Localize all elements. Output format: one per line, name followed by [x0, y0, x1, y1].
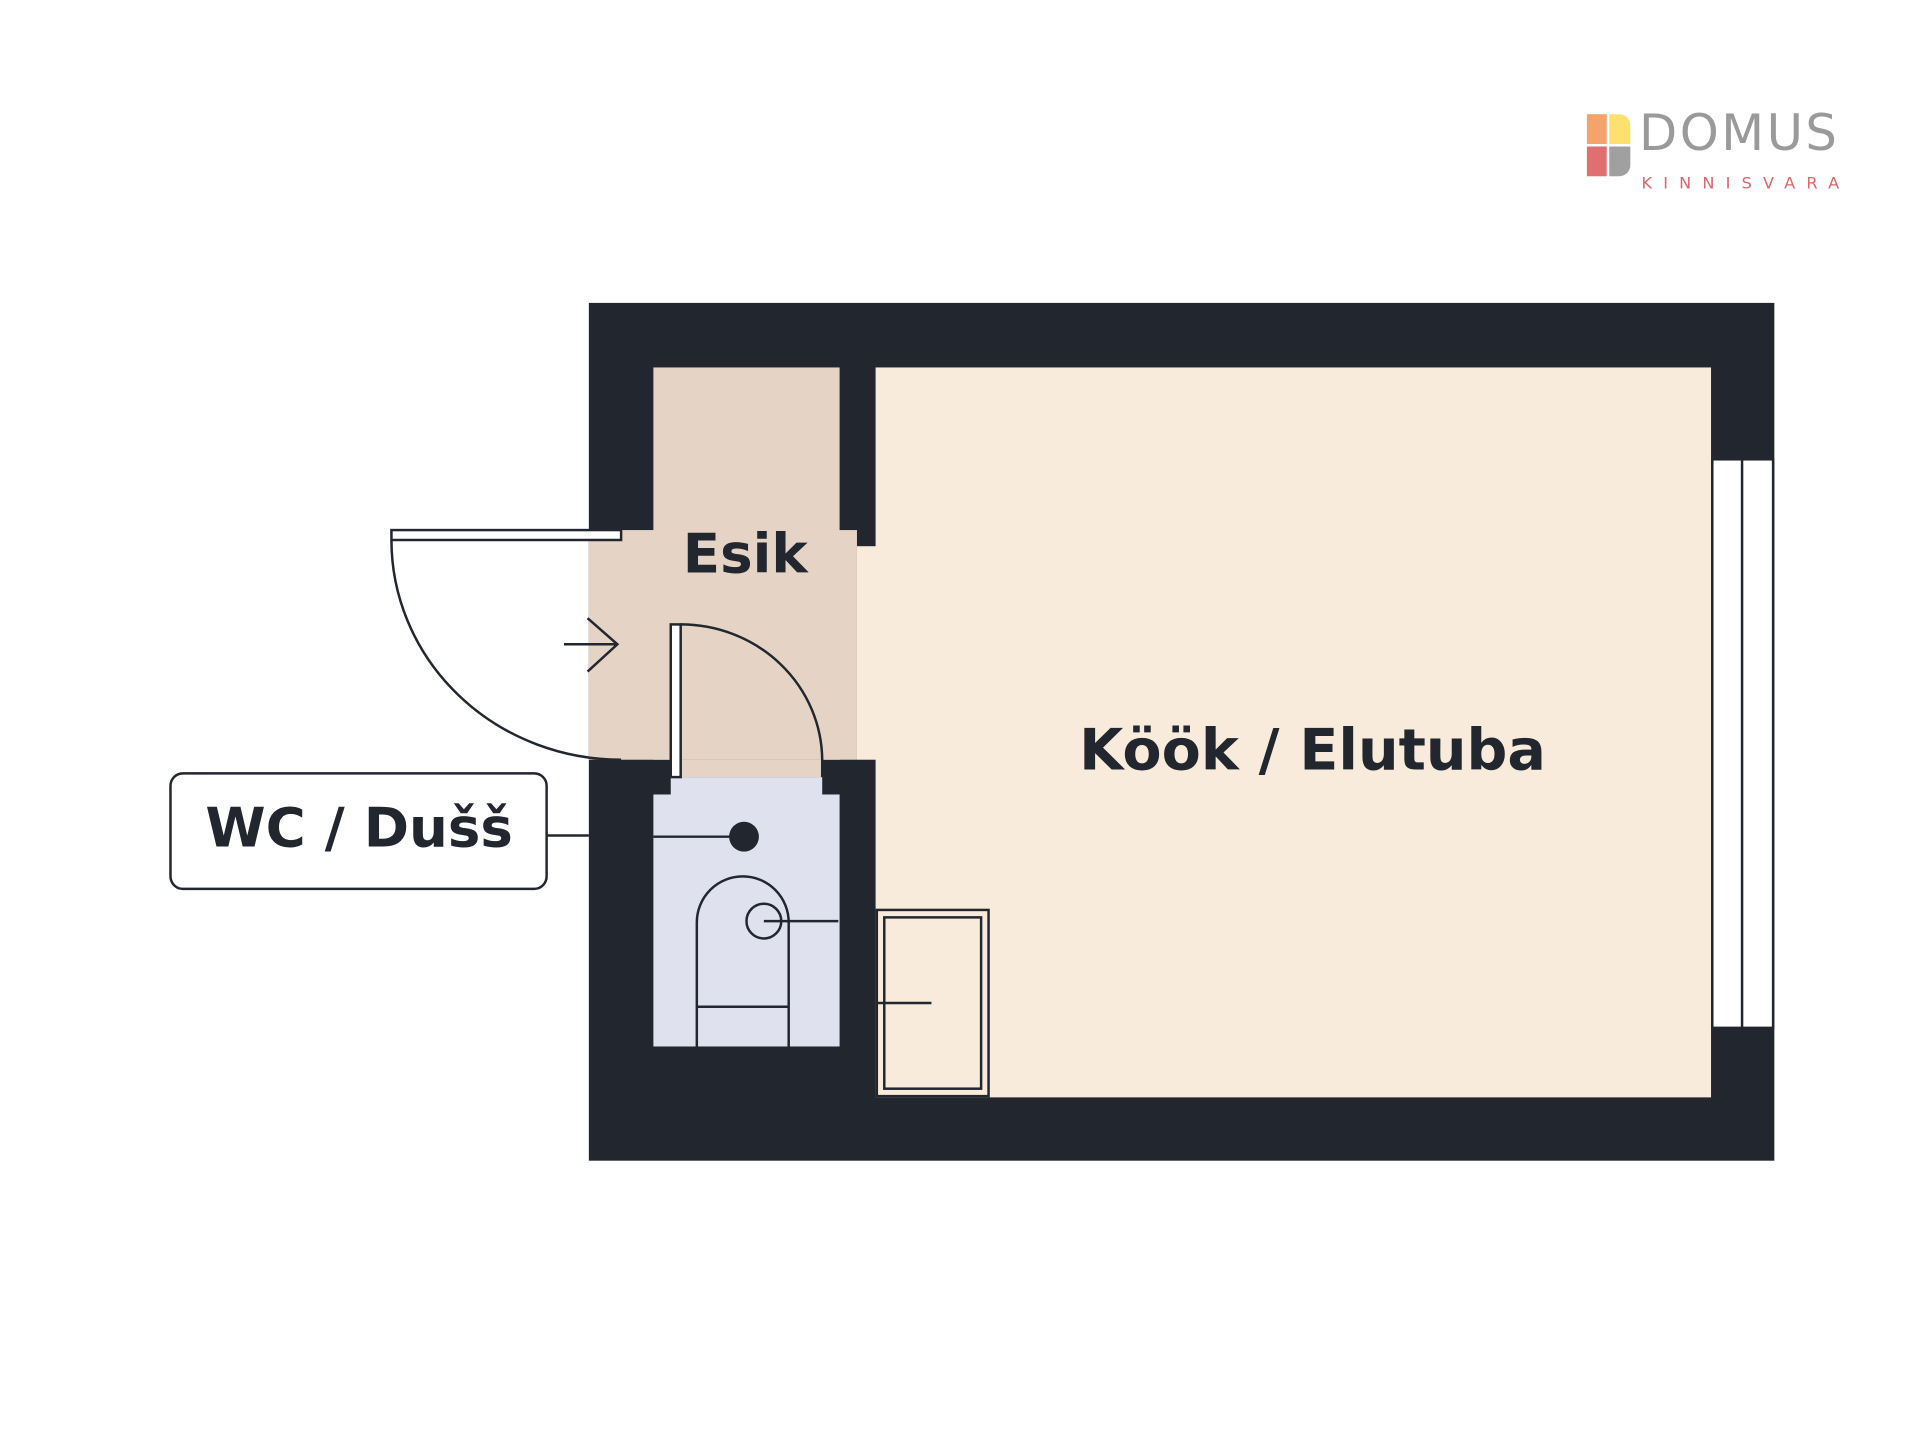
toilet [695, 875, 839, 1047]
logo-name: DOMUS [1639, 104, 1839, 162]
window [1711, 458, 1775, 1030]
label-kitchen: Köök / Elutuba [1079, 718, 1546, 784]
logo-square-yellow [1609, 114, 1631, 144]
logo-square-orange [1586, 114, 1607, 144]
logo-subtitle: KINNISVARA [1642, 174, 1851, 193]
entrance-door [390, 528, 623, 761]
entrance-arrow-icon [564, 617, 620, 673]
logo-square-gray [1609, 146, 1631, 177]
logo-square-red [1586, 146, 1607, 177]
shower-drain [653, 821, 759, 852]
room-kitchen [856, 367, 1712, 1098]
bathroom-callout: WC / Dušš [169, 772, 589, 891]
bathroom-door [669, 623, 824, 779]
label-entry: Esik [683, 521, 810, 585]
label-bathroom: WC / Dušš [205, 796, 513, 860]
room-entry [588, 367, 857, 778]
domus-logo: DOMUS KINNISVARA [1586, 104, 1851, 193]
kitchen-cabinet [875, 908, 990, 1098]
